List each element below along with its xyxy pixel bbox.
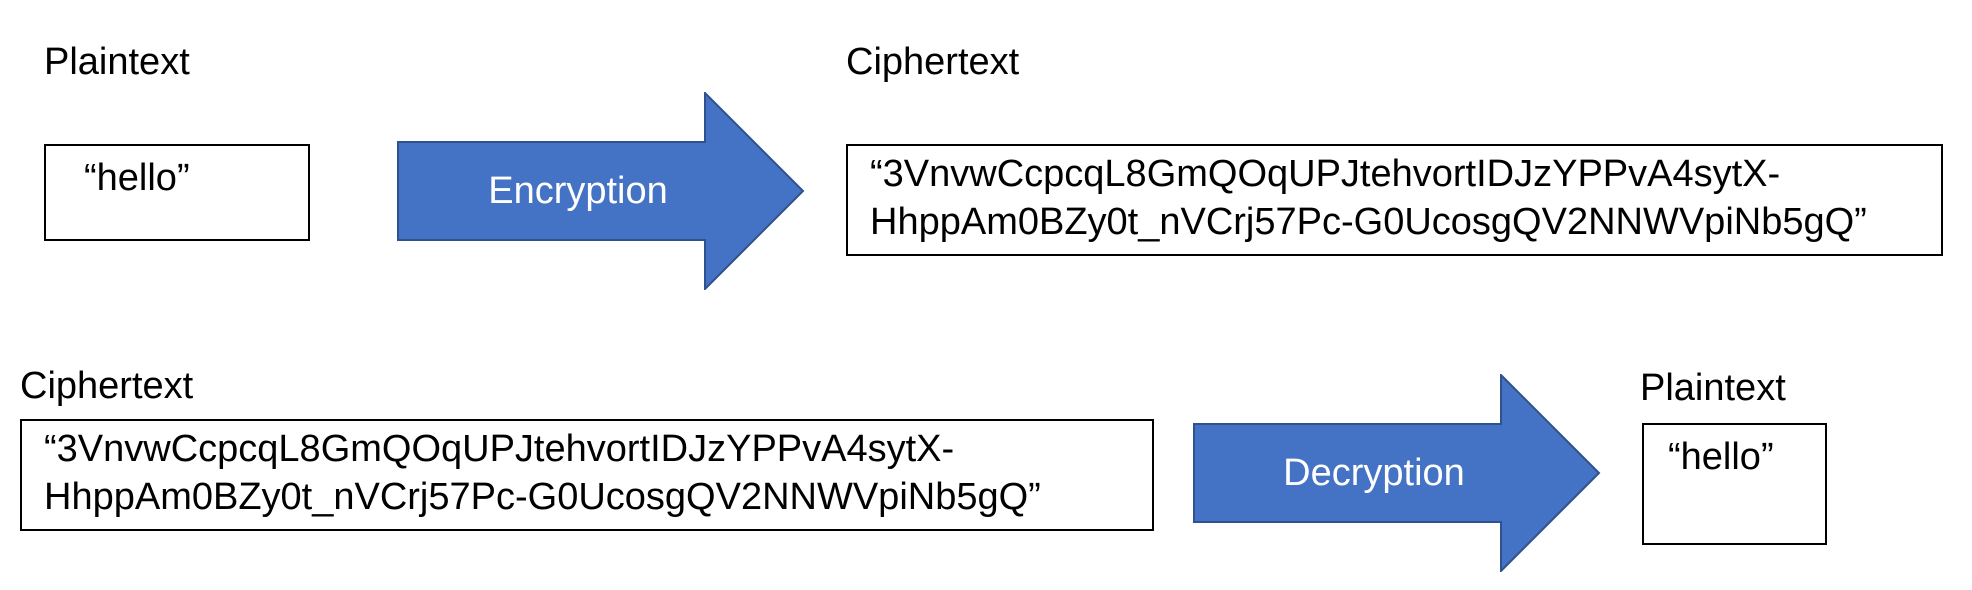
plaintext-value: “hello” xyxy=(84,157,190,199)
encryption-arrow-shape xyxy=(397,92,805,290)
ciphertext-line-2: HhppAm0BZy0t_nVCrj57Pc-G0UcosgQV2NNWVpiN… xyxy=(870,201,1867,243)
ciphertext-line-2: HhppAm0BZy0t_nVCrj57Pc-G0UcosgQV2NNWVpiN… xyxy=(44,476,1041,518)
plaintext-label: Plaintext xyxy=(44,41,190,83)
ciphertext-line-1: “3VnvwCcpcqL8GmQOqUPJtehvortIDJzYPPvA4sy… xyxy=(44,428,955,470)
plaintext-value: “hello” xyxy=(1668,436,1774,478)
plaintext-label: Plaintext xyxy=(1640,367,1786,409)
ciphertext-box: “3VnvwCcpcqL8GmQOqUPJtehvortIDJzYPPvA4sy… xyxy=(846,144,1943,256)
decryption-label: Decryption xyxy=(1283,451,1465,494)
ciphertext-box: “3VnvwCcpcqL8GmQOqUPJtehvortIDJzYPPvA4sy… xyxy=(20,419,1154,531)
decryption-arrow: Decryption xyxy=(1193,374,1601,572)
ciphertext-label: Ciphertext xyxy=(846,41,1020,83)
ciphertext-line-1: “3VnvwCcpcqL8GmQOqUPJtehvortIDJzYPPvA4sy… xyxy=(870,153,1781,195)
plaintext-box: “hello” xyxy=(1642,423,1827,545)
encryption-arrow: Encryption xyxy=(397,92,805,290)
ciphertext-label: Ciphertext xyxy=(20,365,194,407)
encryption-label: Encryption xyxy=(488,169,668,212)
plaintext-box: “hello” xyxy=(44,144,310,241)
decryption-arrow-shape xyxy=(1193,374,1601,572)
